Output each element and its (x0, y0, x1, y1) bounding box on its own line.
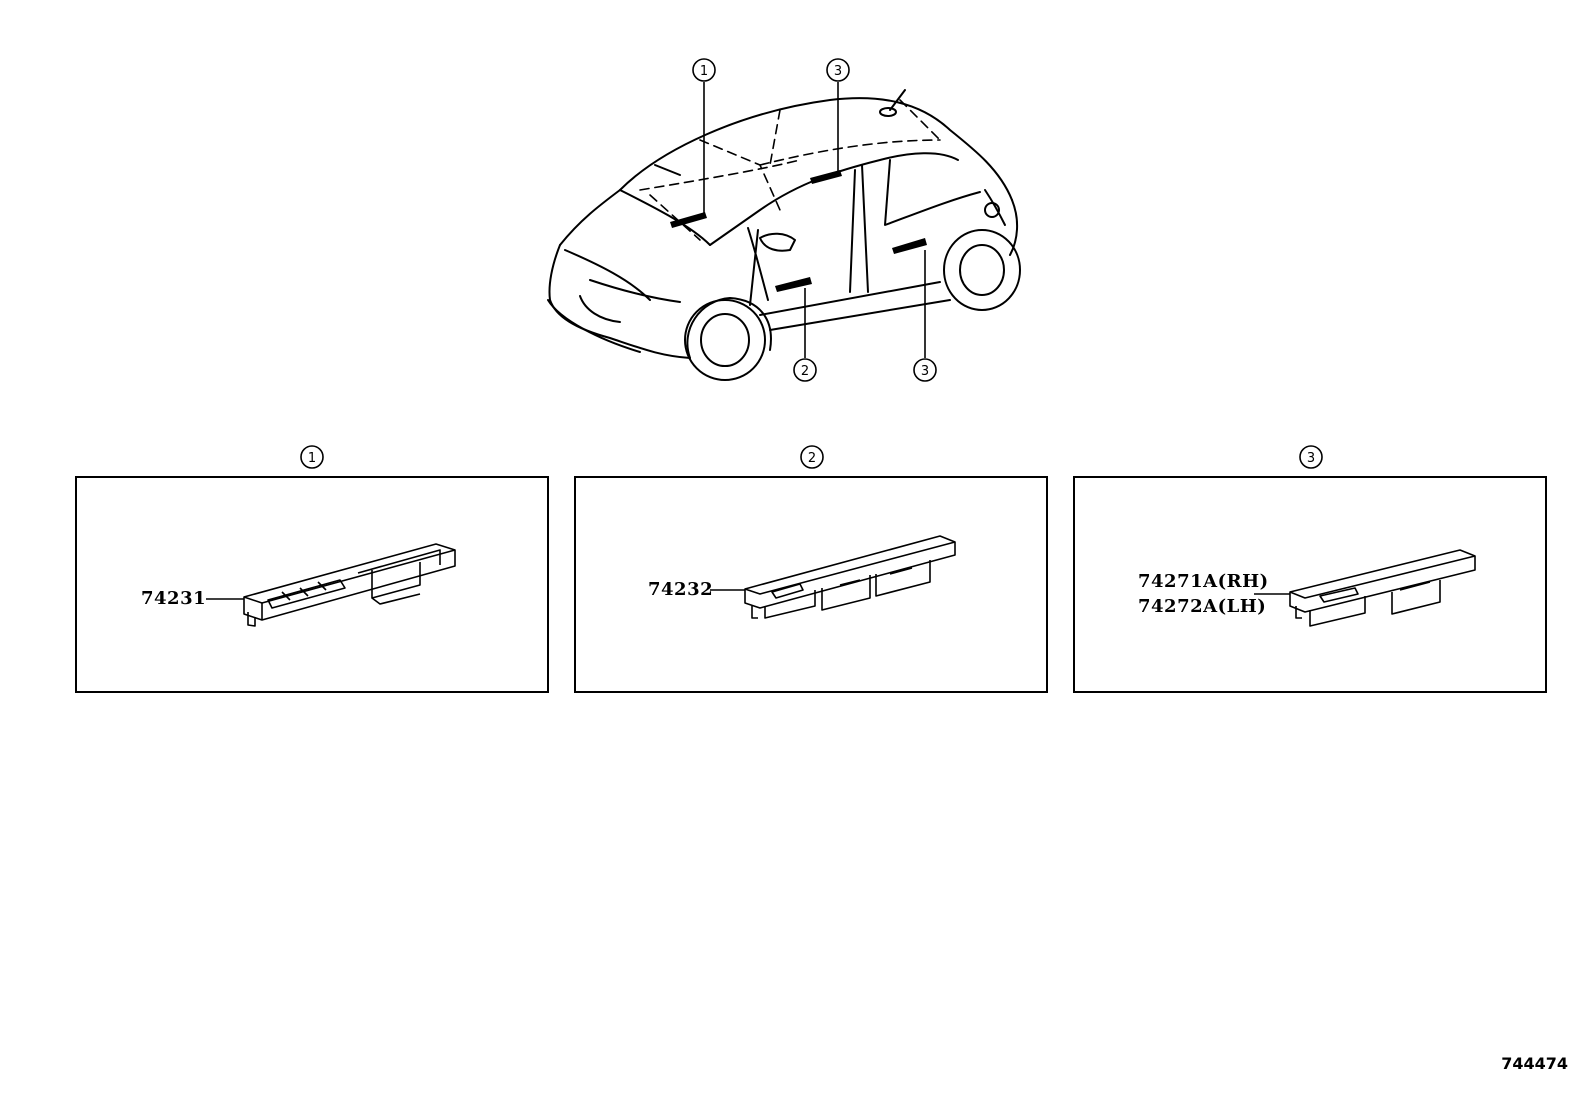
diagram-id: 744474 (1501, 1054, 1568, 1073)
car-leader-lines (703, 82, 926, 358)
part-number-74232: 74232 (648, 579, 714, 600)
car-switch-markers (670, 170, 927, 292)
svg-text:3: 3 (921, 364, 929, 379)
panel-2-index: 2 (808, 451, 816, 466)
svg-text:1: 1 (700, 64, 708, 79)
switch-base-74271A-74272A (1289, 549, 1476, 627)
switch-base-74232 (744, 535, 956, 619)
svg-text:2: 2 (801, 364, 809, 379)
car-callout-1: 1 (692, 58, 716, 82)
panel-3-index: 3 (1307, 451, 1315, 466)
part-number-74271A-RH: 74271A(RH) (1138, 571, 1269, 592)
svg-text:3: 3 (834, 64, 842, 79)
panel-1-index: 1 (308, 451, 316, 466)
part-number-74272A-LH: 74272A(LH) (1138, 596, 1267, 617)
car-illustration (547, 89, 1021, 381)
car-callout-2: 2 (793, 358, 817, 382)
switch-base-74231 (243, 543, 456, 627)
panel-1: 1 (75, 445, 549, 693)
panel-2: 2 (574, 445, 1048, 693)
panel-3: 3 (1073, 445, 1547, 693)
car-callout-3-bottom: 3 (913, 358, 937, 382)
car-callout-3-top: 3 (826, 58, 850, 82)
part-number-74231: 74231 (141, 588, 207, 609)
